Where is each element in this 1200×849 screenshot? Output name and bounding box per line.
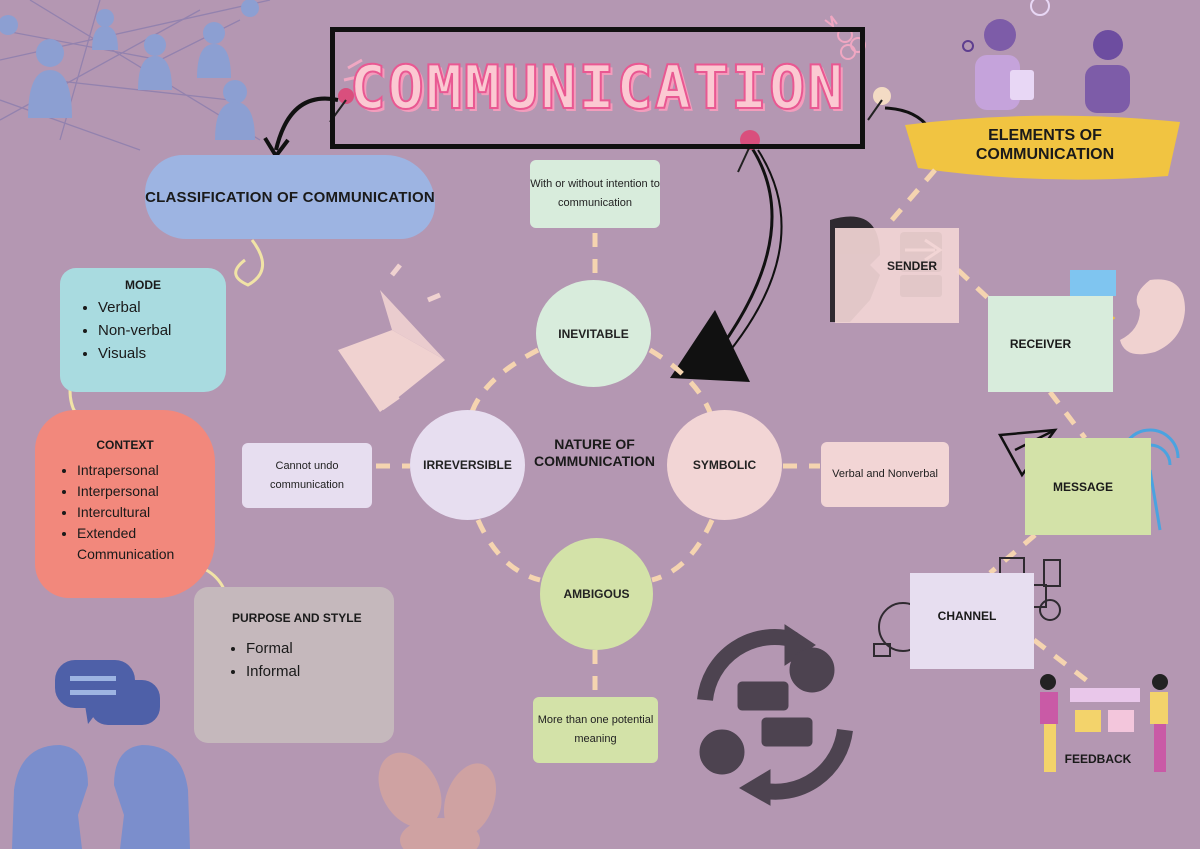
list-item: Interpersonal [77,481,215,502]
elements-highlight [905,115,1180,180]
receiver-label: RECEIVER [1009,337,1072,351]
mode-list: Verbal Non-verbal Visuals [60,296,226,365]
classification-blob: CLASSIFICATION OF COMMUNICATION [145,155,435,239]
list-item: Visuals [98,342,226,365]
two-heads-icon [12,745,190,849]
inevitable-note: With or without intention to communicati… [530,160,660,228]
irreversible-label: IRREVERSIBLE [423,458,512,472]
list-item: Intrapersonal [77,460,215,481]
symbolic-node: SYMBOLIC [667,410,782,520]
title-frame: COMMUNICATION [330,27,865,149]
arrow-to-classification [274,96,339,151]
sender-box: SENDER [835,228,959,323]
elements-chain [883,168,1092,685]
purpose-heading: PURPOSE AND STYLE [232,611,362,625]
symbolic-label: SYMBOLIC [692,458,757,472]
list-item: Formal [246,637,394,660]
classification-title: CLASSIFICATION OF COMMUNICATION [145,188,435,206]
page-title: COMMUNICATION [349,52,846,124]
network-people-figures [0,0,259,140]
mode-card: MODE Verbal Non-verbal Visuals [60,268,226,392]
list-item: Extended Communication [77,523,215,565]
list-item: Informal [246,660,394,683]
channel-label: CHANNEL [937,609,997,623]
purpose-list: Formal Informal [194,637,394,683]
context-heading: CONTEXT [96,438,154,452]
mode-heading: MODE [125,278,161,292]
list-item: Non-verbal [98,319,226,342]
irreversible-node: IRREVERSIBLE [410,410,525,520]
exchange-cycle-icon [697,624,853,806]
ambigous-label: AMBIGOUS [563,587,630,601]
context-card: CONTEXT Intrapersonal Interpersonal Inte… [35,410,215,598]
feedback-label: FEEDBACK [1064,752,1132,766]
message-label: MESSAGE [1052,479,1113,494]
chat-bubbles-icon [55,660,160,725]
purpose-card: PURPOSE AND STYLE Formal Informal [194,587,394,743]
megaphone-icon [338,263,445,412]
ear-icon [1120,279,1185,355]
list-item: Intercultural [77,502,215,523]
flower-icon-bottom [378,752,497,849]
symbolic-note: Verbal and Nonverbal [821,442,949,507]
feedback-box: FEEDBACK [1035,683,1161,779]
sparkle-lines [343,58,363,82]
swirl-arrow-1 [234,239,264,287]
nature-title: NATURE OF COMMUNICATION [533,436,656,469]
sender-label: SENDER [886,258,937,273]
context-list: Intrapersonal Interpersonal Intercultura… [35,460,215,565]
ambigous-node: AMBIGOUS [540,538,653,650]
inevitable-label: INEVITABLE [558,326,629,341]
channel-box: CHANNEL [910,573,1034,669]
message-box: MESSAGE [1025,438,1151,535]
receiver-box: RECEIVER [988,296,1113,392]
irreversible-note: Cannot undo communication [242,443,372,508]
people-discussing-icon [962,0,1130,113]
ambigous-note: More than one potential meaning [533,697,658,763]
inevitable-node: INEVITABLE [536,280,651,387]
list-item: Verbal [98,296,226,319]
elements-title: ELEMENTS OF COMMUNICATION [975,127,1115,163]
people-rating-icon [1040,674,1168,772]
